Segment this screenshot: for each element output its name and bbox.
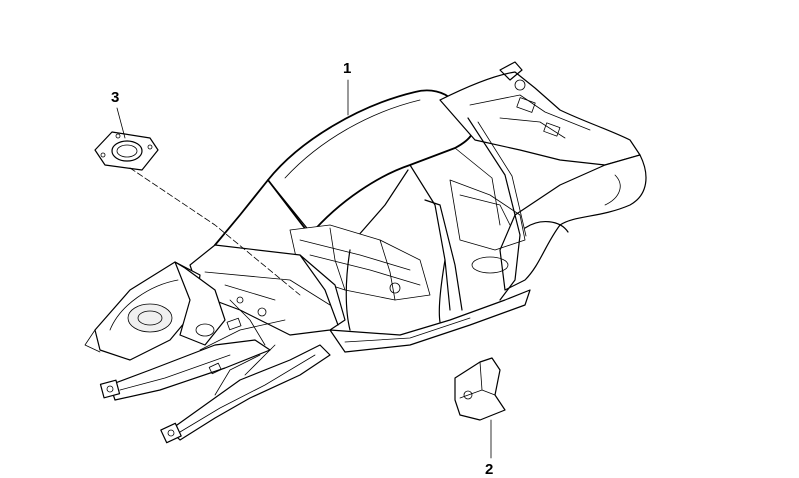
part-3-plate	[94, 131, 159, 171]
callout-number-3: 3	[111, 89, 120, 106]
callout-number-2: 2	[485, 461, 494, 478]
callout-number-1: 1	[343, 60, 352, 77]
car-body-shell	[84, 61, 647, 444]
leader-line-3	[116, 107, 126, 139]
install-dash-line	[129, 167, 301, 296]
part-2-bracket	[454, 357, 506, 421]
